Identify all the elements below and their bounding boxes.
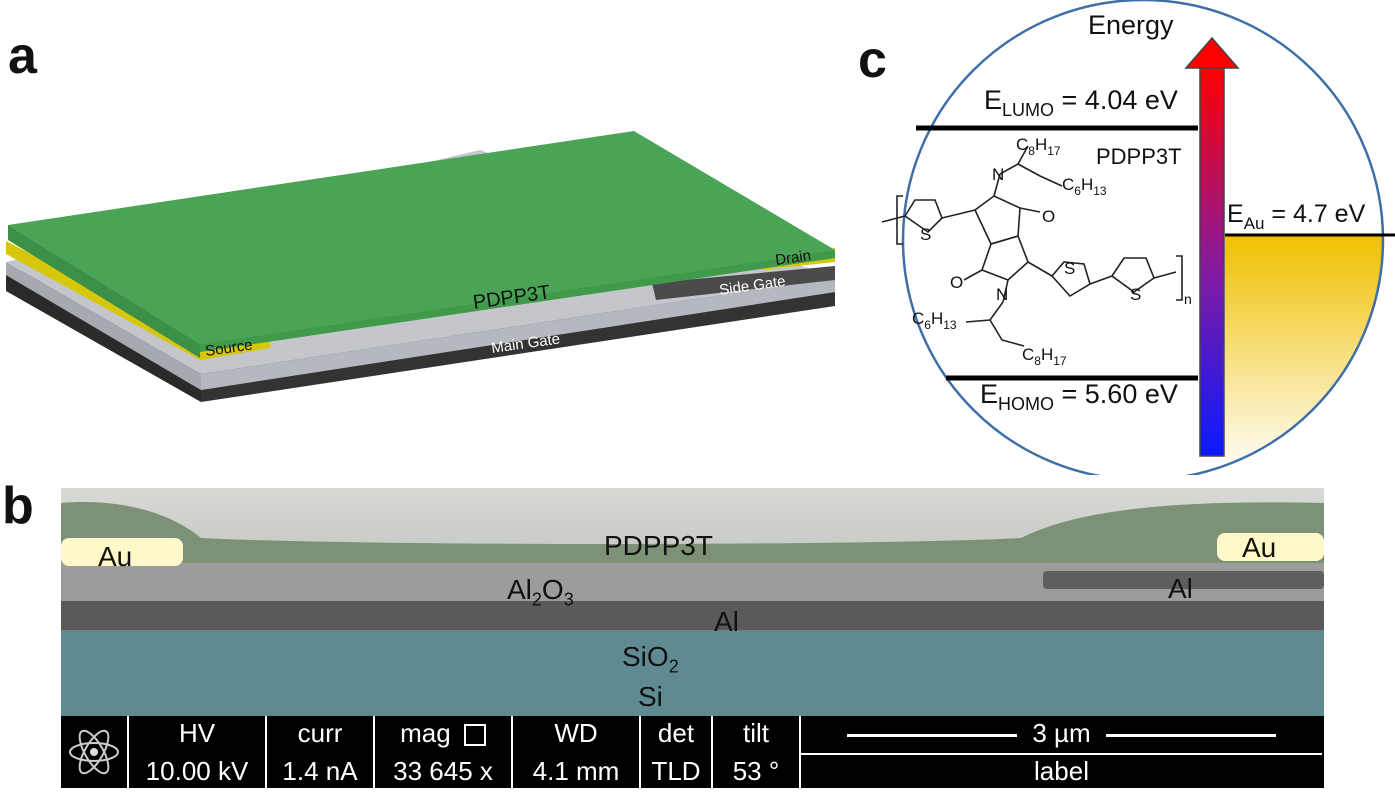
energy-arrow-shaft: [1199, 65, 1225, 457]
mag-cell: mag 33 645 x: [375, 716, 513, 788]
sem-info-bar: HV 10.00 kV curr 1.4 nA mag 33 645 x WD …: [61, 716, 1324, 788]
side-gate: [652, 266, 835, 300]
mag-value: 33 645 x: [393, 756, 493, 786]
curr-cell: curr 1.4 nA: [267, 716, 375, 788]
chem-o-top: O: [1042, 207, 1055, 226]
energy-circle: [901, 0, 1385, 475]
chem-c6h13-bottom: C6H13: [912, 309, 957, 332]
chem-repeat-n: n: [1184, 291, 1192, 307]
energy-axis-label: Energy: [1088, 10, 1174, 40]
tilt-label: tilt: [743, 718, 769, 748]
main-gate-side-left: [6, 275, 201, 402]
sem-sio2-layer: [61, 630, 1324, 716]
tilt-value: 53 °: [732, 756, 780, 786]
fei-logo-icon: [61, 716, 129, 788]
oxide-layer-left: [6, 262, 201, 390]
source-contact: [6, 241, 270, 360]
scale-label: 3 µm: [1032, 718, 1091, 748]
sem-al2o3-label: Al2O3: [507, 574, 574, 610]
drain-label: Drain: [774, 247, 812, 269]
curr-value: 1.4 nA: [282, 756, 358, 786]
sem-sio2-label: SiO2: [622, 641, 679, 677]
tilt-cell: tilt 53 °: [713, 716, 801, 788]
curr-label: curr: [297, 718, 343, 748]
chem-c8h17-bottom: C8H17: [1022, 345, 1067, 368]
sem-au-right: [1217, 533, 1324, 561]
hv-value: 10.00 kV: [145, 756, 249, 786]
pdpp3t-top: [8, 131, 835, 344]
panel-label-c: c: [858, 31, 887, 89]
sem-pdpp3t-layer: [61, 502, 1324, 568]
lumo-label: ELUMO = 4.04 eV: [984, 85, 1178, 120]
chem-n-top: N: [992, 165, 1004, 184]
hv-cell: HV 10.00 kV: [129, 716, 267, 788]
panel-label-b: b: [2, 477, 34, 535]
chem-o-bottom: O: [950, 273, 963, 292]
chem-s1: S: [920, 225, 931, 244]
device-schematic: PDPP3T Source Drain Side Gate Main Gate: [6, 131, 835, 402]
energy-arrow-head: [1184, 36, 1240, 69]
det-cell: det TLD: [641, 716, 713, 788]
sem-au-left-label: Au: [98, 541, 133, 572]
sem-al-main-label: Al: [714, 606, 739, 637]
frame-square-icon: [463, 724, 486, 747]
footer-label: label: [1034, 756, 1089, 786]
polymer-label: PDPP3T: [1096, 144, 1182, 169]
chem-c6h13-top: C6H13: [1062, 175, 1107, 198]
chem-s3: S: [1130, 285, 1141, 304]
panel-label-a: a: [8, 27, 37, 85]
scale-bar: 3 µm: [801, 718, 1322, 749]
sem-au-left: [61, 538, 183, 566]
sem-pdpp3t-label: PDPP3T: [604, 530, 713, 561]
homo-label: EHOMO = 5.60 eV: [980, 379, 1178, 414]
mag-label: mag: [375, 718, 511, 749]
sem-image: Au Au PDPP3T Al2O3 Al Al SiO2 Si: [61, 488, 1324, 716]
au-fermi-fill: [1225, 236, 1383, 475]
main-gate-side-front: [201, 292, 835, 402]
det-label: det: [657, 718, 695, 748]
source-label: Source: [204, 337, 253, 360]
chem-n-bottom: N: [996, 285, 1008, 304]
pdpp3t-left: [8, 225, 200, 358]
det-value: TLD: [651, 756, 701, 786]
sem-si-label: Si: [638, 681, 663, 712]
chem-s2: S: [1064, 259, 1075, 278]
sem-layers: [61, 488, 1324, 716]
sem-al-layer: [61, 601, 1324, 631]
sem-al-side-label: Al: [1168, 573, 1193, 604]
energy-diagram: Energy ELUMO = 4.04 eV EHOMO = 5.60 eV E…: [881, 0, 1395, 475]
au-label: EAu = 4.7 eV: [1227, 200, 1366, 233]
scale-cell: 3 µm label: [801, 716, 1322, 788]
chemical-structure: [881, 145, 1183, 347]
hv-label: HV: [178, 718, 216, 748]
sem-side-al: [1043, 571, 1324, 589]
oxide-layer-front: [201, 278, 835, 390]
chem-c8h17-top: C8H17: [1016, 135, 1061, 158]
wd-cell: WD 4.1 mm: [513, 716, 641, 788]
wd-value: 4.1 mm: [532, 756, 620, 786]
wd-label: WD: [554, 718, 598, 748]
sem-au-right-label: Au: [1242, 532, 1277, 563]
pdpp3t-front: [200, 250, 835, 352]
